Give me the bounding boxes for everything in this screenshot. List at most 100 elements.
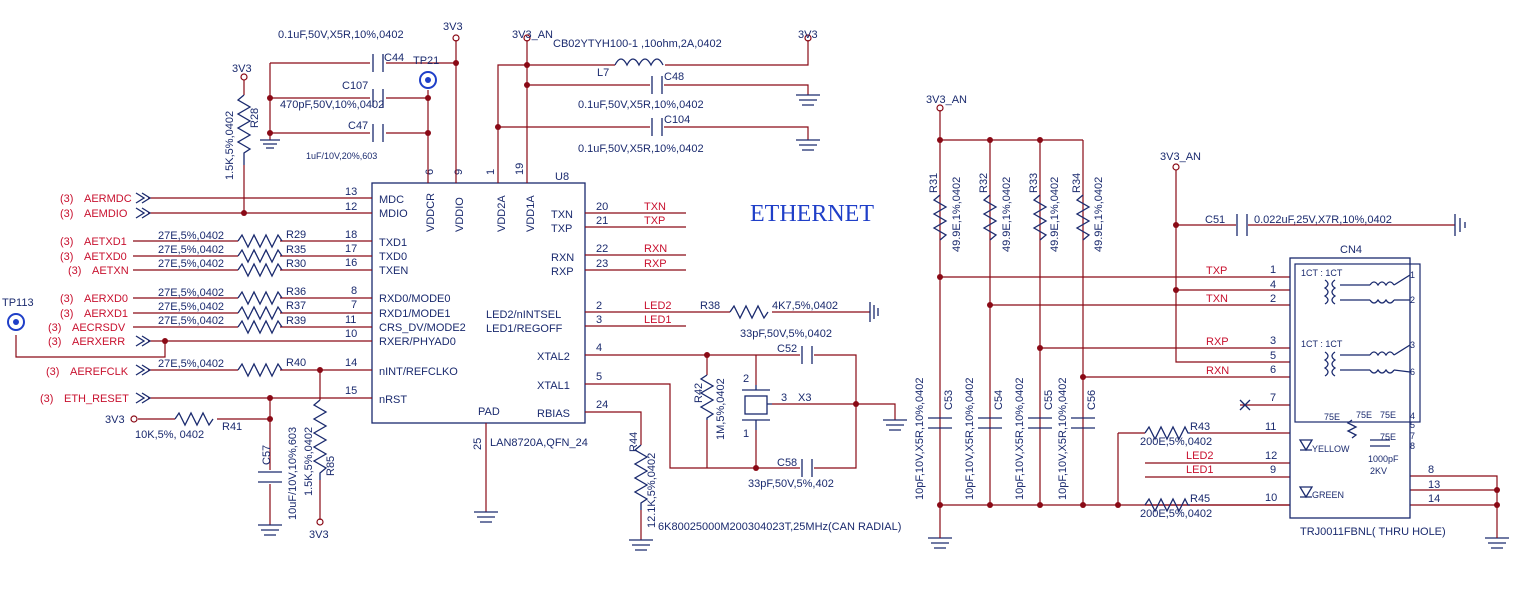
r32-ref: R32 xyxy=(978,173,990,193)
net-sheet-eth-reset: (3) xyxy=(40,393,53,405)
ground-icon xyxy=(258,524,282,536)
r30-ref: R30 xyxy=(286,258,306,270)
cn4-inner-4: 4 xyxy=(1410,411,1415,421)
cn4-pin-14: 14 xyxy=(1428,493,1440,505)
power-3v3-e: 3V3 xyxy=(309,529,329,541)
pin-num-4: 4 xyxy=(596,342,602,354)
net-rxp: RXP xyxy=(644,258,667,270)
pin-name-rxd0: RXD0/MODE0 xyxy=(379,293,451,305)
power-3v3-b: 3V3 xyxy=(798,29,818,41)
ic-u8-top-pins: VDDCR VDDIO VDD2A VDD1A 6 9 1 19 PAD 25 xyxy=(424,163,537,450)
pin-name-vddcr: VDDCR xyxy=(425,193,437,232)
l7-value: CB02YTYH100-1 ,10ohm,2A,0402 xyxy=(553,38,722,50)
net-rxn: RXN xyxy=(644,243,667,255)
net-sheet-aermdc: (3) xyxy=(60,193,73,205)
pin-name-led1: LED1/REGOFF xyxy=(486,323,563,335)
net-aemdio: AEMDIO xyxy=(84,208,128,220)
net-aetxd1: AETXD1 xyxy=(84,236,127,248)
net-eth-reset: ETH_RESET xyxy=(64,393,129,405)
pin-name-txd1: TXD1 xyxy=(379,237,407,249)
r35-symbol xyxy=(237,248,283,264)
pin-num-2: 2 xyxy=(596,300,602,312)
crystal-x3-symbol xyxy=(742,385,772,430)
pin-num-19: 19 xyxy=(514,163,526,175)
c104-ref: C104 xyxy=(664,114,690,126)
pin-name-led2: LED2/nINTSEL xyxy=(486,309,561,321)
net-sheet-aerxerr: (3) xyxy=(48,336,61,348)
pin-num-21: 21 xyxy=(596,215,608,227)
net-aerxd0: AERXD0 xyxy=(84,293,128,305)
r41-ref: R41 xyxy=(222,421,242,433)
power-3v3-d: 3V3 xyxy=(105,414,125,426)
c56-symbol xyxy=(1071,417,1095,429)
c104-value: 0.1uF,50V,X5R,10%,0402 xyxy=(578,143,704,155)
pin-name-rxn: RXN xyxy=(551,252,574,264)
cn4-inner-6: 6 xyxy=(1410,367,1415,377)
cn4-net-txn: TXN xyxy=(1206,293,1228,305)
power-3v3an-c: 3V3_AN xyxy=(1160,151,1201,163)
r35-value: 27E,5%,0402 xyxy=(158,244,224,256)
c51-symbol xyxy=(1236,214,1248,236)
part-labels: 0.1uF,50V,X5R,10%,0402 C44 C107 470pF,50… xyxy=(135,29,1392,533)
net-sheet-aetxn: (3) xyxy=(68,265,81,277)
cn4-pin-13: 13 xyxy=(1428,479,1440,491)
cn4-ct-label-b: 1CT : 1CT xyxy=(1301,339,1343,349)
c47-ref: C47 xyxy=(348,120,368,132)
pin-name-xtal2: XTAL2 xyxy=(537,351,570,363)
r30-symbol xyxy=(237,262,283,278)
ground-symbols xyxy=(258,94,1509,551)
c52-symbol xyxy=(801,346,813,364)
ic-u8-body xyxy=(371,182,586,424)
r29-value: 27E,5%,0402 xyxy=(158,230,224,242)
pin-num-13: 13 xyxy=(345,186,357,198)
r39-symbol xyxy=(237,319,283,335)
c57-ref: C57 xyxy=(261,445,273,465)
pin-name-mdio: MDIO xyxy=(379,208,408,220)
pin-num-22: 22 xyxy=(596,243,608,255)
c56-value: 10pF,10V,X5R,10%,0402 xyxy=(1057,377,1069,500)
pin-num-25: 25 xyxy=(472,438,484,450)
cn4-net-led1: LED1 xyxy=(1186,464,1214,476)
c58-value: 33pF,50V,5%,402 xyxy=(748,478,834,490)
c44-ref: C44 xyxy=(384,52,404,64)
x3-pin2: 2 xyxy=(743,373,749,385)
cn4-pin-9: 9 xyxy=(1270,464,1276,476)
r43-ref: R43 xyxy=(1190,421,1210,433)
net-sheet-aecrsdv: (3) xyxy=(48,322,61,334)
net-sheet-aerxd0: (3) xyxy=(60,293,73,305)
ic-u8-left-pins: MDC MDIO TXD1 TXD0 TXEN RXD0/MODE0 RXD1/… xyxy=(345,186,466,406)
l7-ref: L7 xyxy=(597,67,609,79)
net-labels-right: TXN TXP RXN RXP LED2 LED1 TXP TXN RXP RX… xyxy=(644,201,1229,476)
cn4-inner-5: 5 xyxy=(1410,420,1415,430)
cn4-pin-11: 11 xyxy=(1265,421,1276,433)
ground-icon xyxy=(1454,214,1466,236)
c53-value: 10pF,10V,X5R,10%,0402 xyxy=(914,377,926,500)
pin-name-vddio: VDDIO xyxy=(454,197,466,232)
cn4-pin-3: 3 xyxy=(1270,335,1276,347)
c44-value: 0.1uF,50V,X5R,10%,0402 xyxy=(278,29,404,41)
pin-name-crsdv: CRS_DV/MODE2 xyxy=(379,322,466,334)
pin-num-9: 9 xyxy=(453,169,465,175)
r42-ref: R42 xyxy=(693,383,705,403)
pin-name-vdd1a: VDD1A xyxy=(525,195,537,232)
tp21-label: TP21 xyxy=(413,55,439,67)
x3-ref: X3 xyxy=(798,392,811,404)
ic-u8: U8 LAN8720A,QFN_24 xyxy=(371,171,588,449)
r44-ref: R44 xyxy=(628,432,640,452)
ground-icon xyxy=(869,302,879,322)
c44-symbol xyxy=(372,54,384,72)
pin-name-mdc: MDC xyxy=(379,194,404,206)
r40-value: 27E,5%,0402 xyxy=(158,358,224,370)
pin-name-vdd2a: VDD2A xyxy=(496,195,508,232)
cn4-term-res-d: 75E xyxy=(1380,432,1396,442)
x3-pin3: 3 xyxy=(781,392,787,404)
net-aerefclk: AEREFCLK xyxy=(70,366,129,378)
r33-ref: R33 xyxy=(1028,173,1040,193)
net-sheet-aemdio: (3) xyxy=(60,208,73,220)
power-3v3-c: 3V3 xyxy=(232,63,252,75)
c48-value: 0.1uF,50V,X5R,10%,0402 xyxy=(578,99,704,111)
c51-ref: C51 xyxy=(1205,214,1225,226)
pin-num-11: 11 xyxy=(345,314,356,326)
r41-value: 10K,5%, 0402 xyxy=(135,429,204,441)
